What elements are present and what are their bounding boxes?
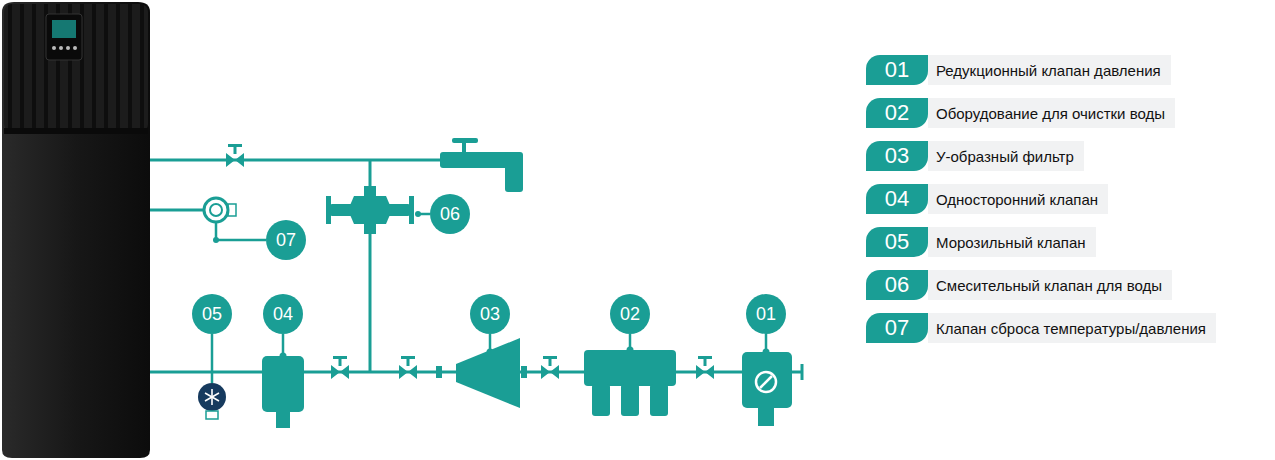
leader-line bbox=[418, 213, 430, 216]
legend-row: 05 Морозильный клапан bbox=[866, 227, 1096, 257]
name-band: У-образный фильтр bbox=[928, 141, 1084, 171]
callout-number: 07 bbox=[885, 317, 909, 339]
water-purifier bbox=[584, 334, 676, 416]
number-tab: 07 bbox=[866, 313, 928, 343]
callout-number: 01 bbox=[756, 305, 776, 323]
check-valve bbox=[262, 334, 304, 428]
pressure-reducing-valve bbox=[742, 334, 802, 426]
name-band: Смесительный клапан для воды bbox=[928, 270, 1172, 300]
callout-circle: 03 bbox=[470, 294, 510, 334]
number-tab: 01 bbox=[866, 55, 928, 85]
pipes bbox=[150, 160, 802, 372]
relief-valve bbox=[204, 198, 266, 243]
part-name: Редукционный клапан давления bbox=[936, 63, 1161, 78]
legend-row: 02 Оборудование для очистки воды bbox=[866, 98, 1175, 128]
name-band: Односторонний клапан bbox=[928, 184, 1108, 214]
callout-number: 03 bbox=[885, 145, 909, 167]
part-name: Оборудование для очистки воды bbox=[936, 106, 1165, 121]
callout-circle: 02 bbox=[610, 294, 650, 334]
part-name: Смесительный клапан для воды bbox=[936, 278, 1162, 293]
number-tab: 03 bbox=[866, 141, 928, 171]
legend-row: 01 Редукционный клапан давления bbox=[866, 55, 1171, 85]
callout-number: 07 bbox=[276, 231, 296, 249]
legend-row: 06 Смесительный клапан для воды bbox=[866, 270, 1172, 300]
callout-circle: 01 bbox=[746, 294, 786, 334]
callout-number: 06 bbox=[440, 205, 460, 223]
part-name: Клапан сброса температуры/давления bbox=[936, 321, 1206, 336]
callout-number: 04 bbox=[273, 305, 293, 323]
callout-number: 04 bbox=[885, 188, 909, 210]
legend-row: 04 Односторонний клапан bbox=[866, 184, 1108, 214]
mixing-valve bbox=[326, 186, 421, 234]
faucet bbox=[440, 138, 523, 192]
name-band: Клапан сброса температуры/давления bbox=[928, 313, 1216, 343]
legend-row: 07 Клапан сброса температуры/давления bbox=[866, 313, 1216, 343]
callout-number: 01 bbox=[885, 59, 909, 81]
part-name: У-образный фильтр bbox=[936, 149, 1074, 164]
callout-circle: 06 bbox=[430, 194, 470, 234]
heat-pump-heater bbox=[2, 2, 150, 458]
callout-number: 05 bbox=[885, 231, 909, 253]
number-tab: 04 bbox=[866, 184, 928, 214]
part-name: Морозильный клапан bbox=[936, 235, 1086, 250]
frost-valve bbox=[198, 334, 226, 419]
callout-circle: 05 bbox=[192, 294, 232, 334]
callout-number: 02 bbox=[620, 305, 640, 323]
name-band: Оборудование для очистки воды bbox=[928, 98, 1175, 128]
callout-number: 05 bbox=[202, 305, 222, 323]
legend-row: 03 У-образный фильтр bbox=[866, 141, 1084, 171]
callout-circle: 04 bbox=[263, 294, 303, 334]
callout-circle: 07 bbox=[266, 220, 306, 260]
number-tab: 06 bbox=[866, 270, 928, 300]
part-name: Односторонний клапан bbox=[936, 192, 1098, 207]
shutoff-valves bbox=[226, 144, 714, 379]
callout-number: 02 bbox=[885, 102, 909, 124]
callout-number: 06 bbox=[885, 274, 909, 296]
number-tab: 05 bbox=[866, 227, 928, 257]
name-band: Морозильный клапан bbox=[928, 227, 1096, 257]
number-tab: 02 bbox=[866, 98, 928, 128]
name-band: Редукционный клапан давления bbox=[928, 55, 1171, 85]
callout-number: 03 bbox=[480, 305, 500, 323]
y-filter bbox=[456, 334, 520, 408]
